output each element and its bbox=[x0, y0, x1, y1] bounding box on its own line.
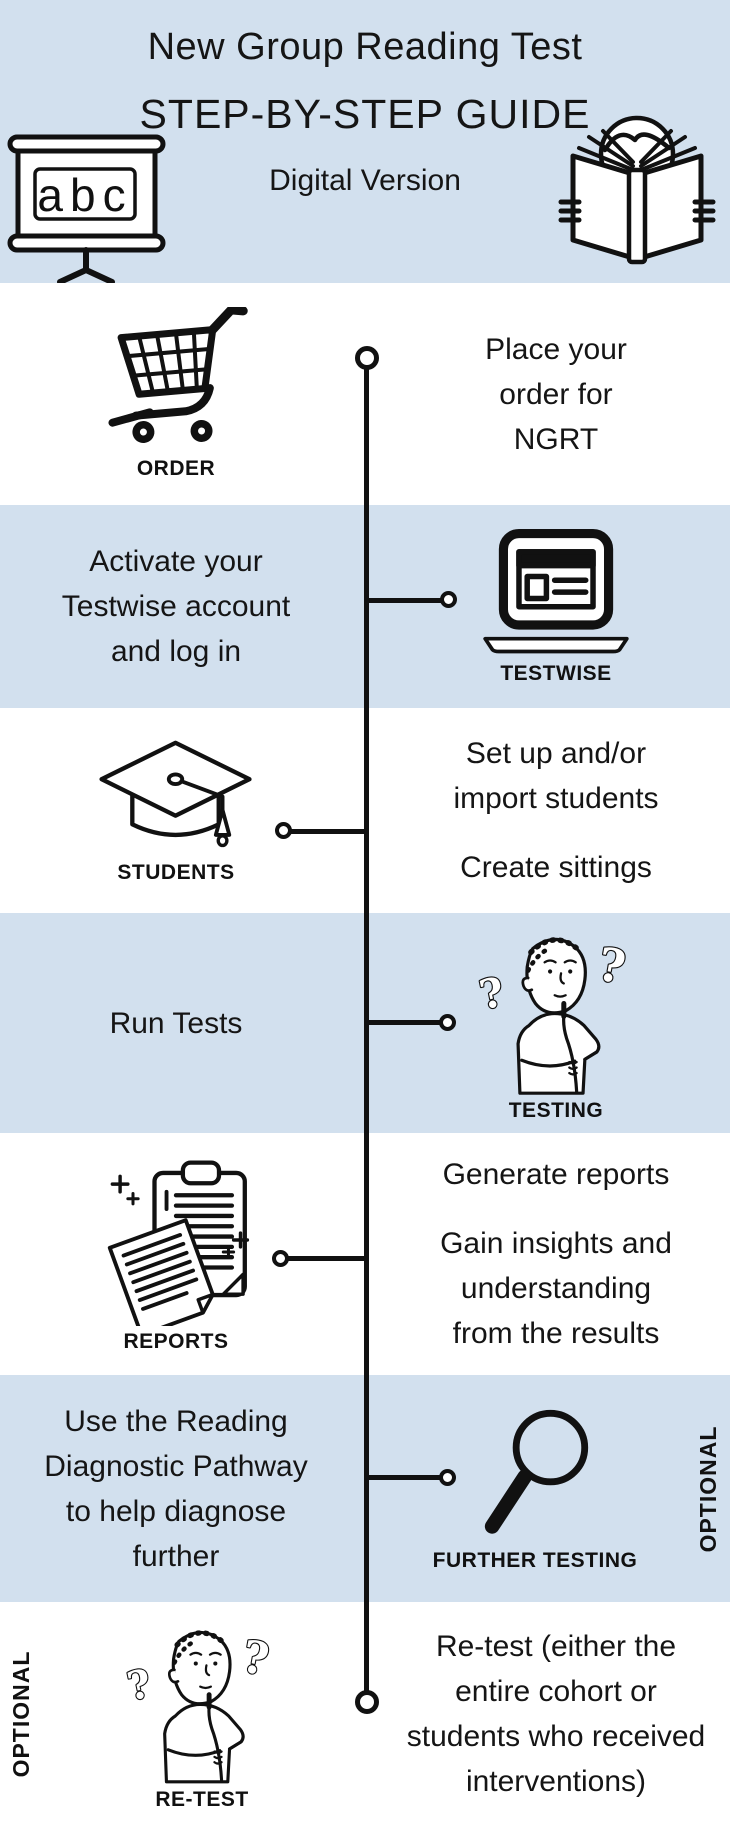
step-testing-caption: TESTING bbox=[508, 1099, 604, 1122]
step-retest-icon-cell: ? ? bbox=[0, 1602, 352, 1825]
step-testwise-icon-cell: TESTWISE bbox=[382, 505, 730, 708]
step-further-text: Use the Reading Diagnostic Pathway to he… bbox=[44, 1399, 307, 1579]
page-subtitle: STEP-BY-STEP GUIDE bbox=[139, 91, 591, 137]
thinking-person-icon: ? ? bbox=[474, 936, 630, 1095]
abc-presentation-board-icon: abc bbox=[4, 122, 169, 284]
timeline-gap bbox=[352, 1375, 382, 1602]
timeline-gap bbox=[352, 913, 382, 1133]
step-testing-text: Run Tests bbox=[110, 1001, 243, 1046]
timeline-gap bbox=[352, 708, 382, 913]
step-order-icon-cell: ORDER bbox=[0, 283, 352, 505]
step-testing-text-cell: Run Tests bbox=[0, 913, 352, 1133]
timeline-gap bbox=[352, 1133, 382, 1375]
timeline-gap bbox=[352, 505, 382, 708]
step-students-text-cell: Set up and/or import students Create sit… bbox=[382, 708, 730, 913]
text-line: further bbox=[132, 1539, 220, 1573]
text-line: Testwise account bbox=[61, 590, 291, 623]
text-line: entire cohort or bbox=[455, 1674, 657, 1708]
step-further-testing-section: Use the Reading Diagnostic Pathway to he… bbox=[0, 1375, 730, 1602]
timeline-gap bbox=[352, 283, 382, 505]
step-testing-section: Run Tests ? ? bbox=[0, 913, 730, 1133]
question-mark-glyph: ? bbox=[475, 968, 508, 1019]
step-testwise-figure: TESTWISE bbox=[476, 528, 636, 686]
text-line: Set up and/or bbox=[465, 737, 647, 770]
step-reports-text-cell: Generate reports Gain insights and under… bbox=[382, 1133, 730, 1375]
text-line: understanding bbox=[460, 1272, 652, 1305]
text-line: Use the Reading bbox=[64, 1404, 288, 1438]
text-line: NGRT bbox=[513, 422, 599, 456]
laptop-icon bbox=[483, 528, 629, 653]
header-band: New Group Reading Test STEP-BY-STEP GUID… bbox=[0, 0, 730, 284]
question-mark-glyph: ? bbox=[123, 1660, 155, 1710]
step-reports-icon-cell: REPORTS bbox=[0, 1133, 352, 1375]
abc-board-text: abc bbox=[37, 169, 132, 221]
step-order-text-cell: Place your order for NGRT bbox=[382, 283, 730, 505]
question-mark-glyph: ? bbox=[238, 1630, 273, 1686]
step-testwise-text: Activate your Testwise account and log i… bbox=[62, 539, 290, 674]
text-line: students who received bbox=[406, 1719, 706, 1753]
step-order-text: Place your order for NGRT bbox=[485, 327, 627, 462]
step-order-figure: ORDER bbox=[97, 307, 255, 481]
step-retest-caption: RE-TEST bbox=[155, 1787, 249, 1811]
text-line: Run Tests bbox=[109, 1006, 243, 1040]
text-block: Generate reports bbox=[440, 1152, 672, 1197]
step-order-caption: ORDER bbox=[136, 457, 216, 480]
text-block: Gain insights and understanding from the… bbox=[440, 1221, 672, 1356]
step-order-section: ORDER Place your order for NGRT bbox=[0, 283, 730, 505]
step-further-caption: FURTHER TESTING bbox=[432, 1548, 638, 1572]
clipboard-reports-icon bbox=[107, 1160, 250, 1326]
step-retest-text-cell: Re-test (either the entire cohort or stu… bbox=[382, 1602, 730, 1825]
step-students-text: Set up and/or import students Create sit… bbox=[453, 731, 658, 890]
step-reports-section: REPORTS Generate reports Gain insights a… bbox=[0, 1133, 730, 1375]
text-line: import students bbox=[453, 782, 659, 815]
step-testing-figure: ? ? bbox=[474, 923, 639, 1123]
text-line: interventions) bbox=[465, 1764, 647, 1798]
question-mark-glyph: ? bbox=[593, 937, 629, 995]
text-line: Create sittings bbox=[460, 851, 652, 884]
step-reports-text: Generate reports Gain insights and under… bbox=[440, 1152, 672, 1356]
step-reports-caption: REPORTS bbox=[123, 1330, 229, 1353]
text-line: to help diagnose bbox=[65, 1494, 287, 1528]
step-testwise-caption: TESTWISE bbox=[500, 661, 612, 685]
header-titles: New Group Reading Test STEP-BY-STEP GUID… bbox=[0, 0, 730, 198]
step-further-text-cell: Use the Reading Diagnostic Pathway to he… bbox=[0, 1375, 352, 1602]
step-students-section: STUDENTS Set up and/or import students C… bbox=[0, 708, 730, 913]
shopping-cart-icon bbox=[108, 307, 248, 444]
step-testwise-section: Activate your Testwise account and log i… bbox=[0, 505, 730, 708]
step-students-figure: STUDENTS bbox=[92, 737, 260, 885]
text-line: order for bbox=[499, 377, 613, 411]
text-block: Create sittings bbox=[453, 845, 658, 890]
step-testwise-text-cell: Activate your Testwise account and log i… bbox=[0, 505, 352, 708]
text-line: Generate reports bbox=[442, 1158, 670, 1191]
text-line: Gain insights and bbox=[440, 1227, 672, 1260]
step-students-caption: STUDENTS bbox=[117, 860, 235, 884]
magnifying-glass-icon bbox=[484, 1409, 589, 1534]
text-line: Diagnostic Pathway bbox=[44, 1449, 308, 1483]
optional-label-right: OPTIONAL bbox=[695, 1425, 721, 1552]
step-further-icon-cell: FURTHER TESTING bbox=[382, 1375, 730, 1602]
step-students-icon-cell: STUDENTS bbox=[0, 708, 352, 913]
graduation-cap-icon bbox=[99, 740, 252, 847]
text-block: Set up and/or import students bbox=[453, 731, 658, 821]
text-line: Place your bbox=[485, 332, 627, 366]
optional-label-left: OPTIONAL bbox=[8, 1650, 34, 1777]
text-line: and log in bbox=[110, 635, 242, 668]
step-further-figure: FURTHER TESTING bbox=[433, 1405, 638, 1573]
thinking-person-icon: ? ? bbox=[122, 1629, 274, 1783]
step-retest-text: Re-test (either the entire cohort or stu… bbox=[407, 1624, 706, 1804]
page-title: New Group Reading Test bbox=[147, 26, 583, 68]
step-retest-figure: ? ? bbox=[122, 1616, 282, 1812]
person-reading-book-icon bbox=[546, 106, 728, 274]
text-line: from the results bbox=[452, 1317, 660, 1350]
step-reports-figure: REPORTS bbox=[90, 1154, 262, 1354]
text-line: Activate your bbox=[89, 545, 263, 578]
step-retest-section: ? ? bbox=[0, 1602, 730, 1825]
version-label: Digital Version bbox=[269, 164, 461, 197]
timeline-gap bbox=[352, 1602, 382, 1825]
step-testing-icon-cell: ? ? bbox=[382, 913, 730, 1133]
text-line: Re-test (either the bbox=[435, 1629, 677, 1663]
